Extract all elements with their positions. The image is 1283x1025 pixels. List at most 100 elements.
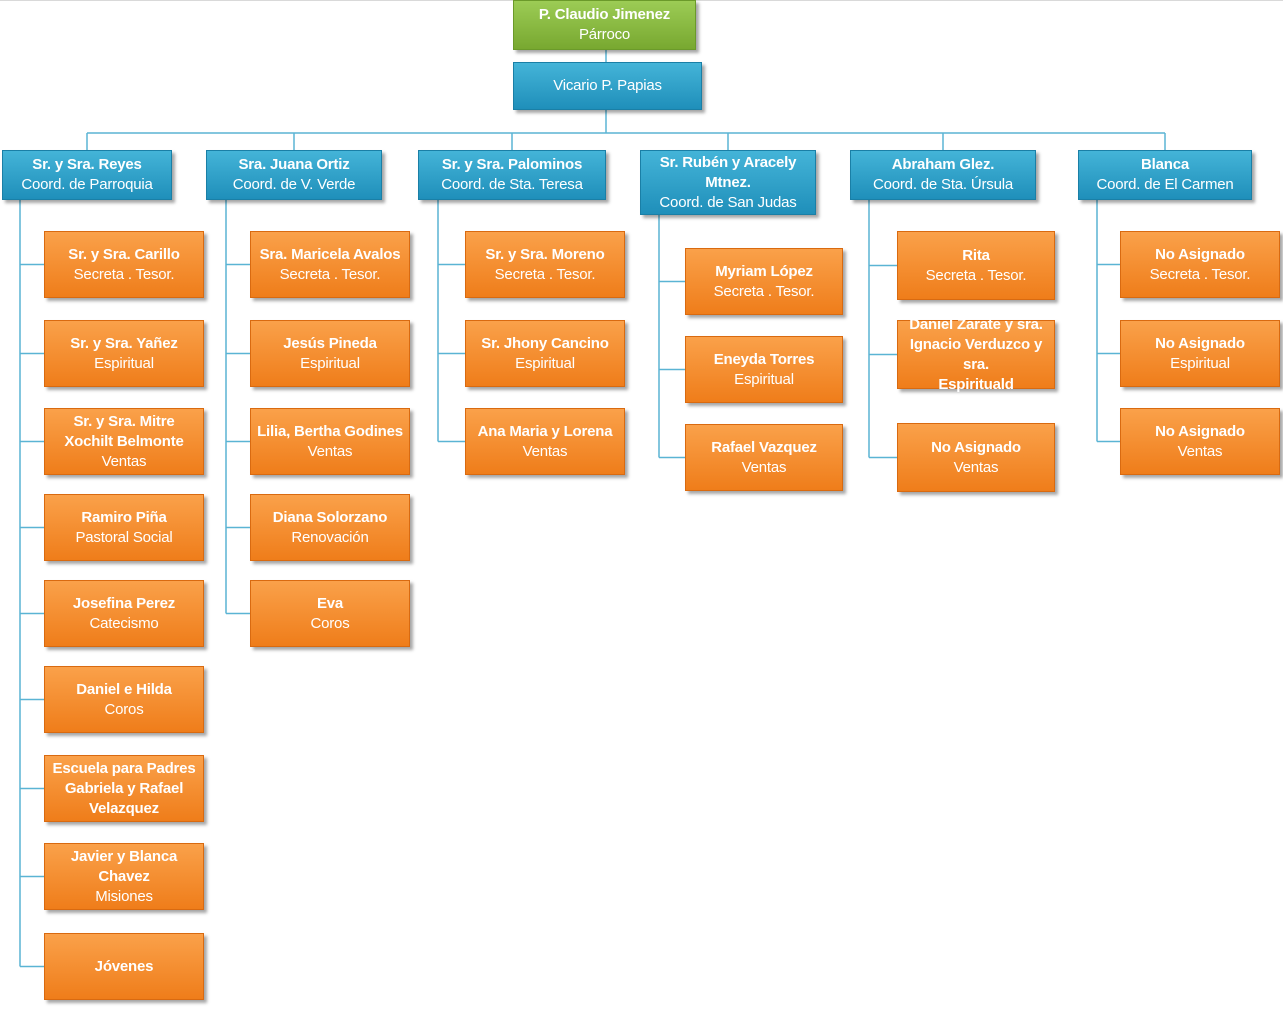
node-role: Espiritual [515,354,575,372]
node-name: Sr. y Sra. Mitre [73,412,175,430]
node-role: Ventas [101,452,147,470]
node-name: Eva [316,594,344,612]
node-role: Coros [104,700,144,718]
node-role: Párroco [578,26,631,43]
node-name: Gabriela y Rafael Velazquez [64,779,184,817]
node-member: Daniel Zarate y sra. Ignacio Verduzco y s… [897,316,1055,393]
node-name: Javier y Blanca Chavez [70,847,178,885]
node-name: Diana Solorzano [272,508,388,526]
node-coordinator: Abraham Glez.Coord. de Sta. Úrsula [850,150,1036,200]
node-name: No Asignado [1155,334,1245,352]
node-name: Daniel Zarate y sra. [909,315,1043,333]
node-name: No Asignado [931,438,1021,456]
node-role: Catecismo [89,614,159,632]
node-role: Coros [310,614,350,632]
node-name: Daniel e Hilda [76,680,172,698]
node-role: Espiritual [734,370,794,388]
node-role: Secreta . Tesor. [494,265,596,283]
node-coordinator: Sr. Rubén y Aracely Mtnez. Coord. de San … [640,150,816,215]
node-role: Ventas [741,458,787,476]
node-name: Lilia, Bertha Godines [257,422,403,440]
node-role: Espiritual [300,354,360,372]
node-name: Sr. y Sra. Palominos [441,156,583,173]
node-name: P. Claudio Jimenez [538,6,671,23]
node-name: Eneyda Torres [713,350,815,368]
node-name: Ignacio Verduzco y sra. [909,335,1043,373]
node-role: Ventas [953,458,999,476]
node-name: Rafael Vazquez [711,438,817,456]
node-name: Espirituald [938,375,1014,393]
node-role: Ventas [307,442,353,460]
node-name: Sr. y Sra. Reyes [32,156,142,173]
node-vicario: Vicario P. Papias [513,62,702,110]
node-name: Jesús Pineda [283,334,377,352]
node-name: Escuela para Padres [52,759,196,777]
node-name: Myriam López [715,262,813,280]
node-name: Blanca [1141,156,1189,173]
node-name: Sra. Maricela Avalos [259,245,401,263]
node-role: Secreta . Tesor. [279,265,381,283]
node-role: Espiritual [94,354,154,372]
node-name: Sr. Jhony Cancino [481,334,609,352]
node-role: Espiritual [1170,354,1230,372]
node-role: Ventas [1177,442,1223,460]
node-role: Coord. de V. Verde [232,176,356,193]
node-name: Rita [962,246,990,264]
node-name: Xochilt Belmonte [64,432,184,450]
node-name: Sra. Juana Ortiz [238,156,350,173]
node-name: No Asignado [1155,245,1245,263]
node-role: Coord. de Parroquia [21,176,153,193]
node-role: Secreta . Tesor. [1149,265,1251,283]
node-role: Misiones [95,887,153,905]
node-name: Sr. y Sra. Carillo [68,245,180,263]
node-name: Ana Maria y Lorena [477,422,613,440]
node-name: No Asignado [1155,422,1245,440]
node-name: Jóvenes [94,957,154,975]
node-role: Coord. de El Carmen [1096,176,1234,193]
node-role: Renovación [291,528,369,546]
node-name: Abraham Glez. [891,156,995,173]
node-role: Secreta . Tesor. [73,265,175,283]
node-role: Pastoral Social [75,528,173,546]
node-name: Josefina Perez [72,594,176,612]
node-role: Secreta . Tesor. [925,266,1027,284]
node-role: Coord. de Sta. Teresa [441,176,583,193]
node-role: Secreta . Tesor. [713,282,815,300]
node-name: Vicario P. Papias [553,77,662,94]
node-name: Sr. Rubén y Aracely Mtnez. [659,153,797,191]
node-role: Coord. de San Judas [659,193,797,211]
node-name: Sr. y Sra. Moreno [485,245,605,263]
node-member: Jóvenes [44,933,204,1000]
node-name: Ramiro Piña [81,508,167,526]
